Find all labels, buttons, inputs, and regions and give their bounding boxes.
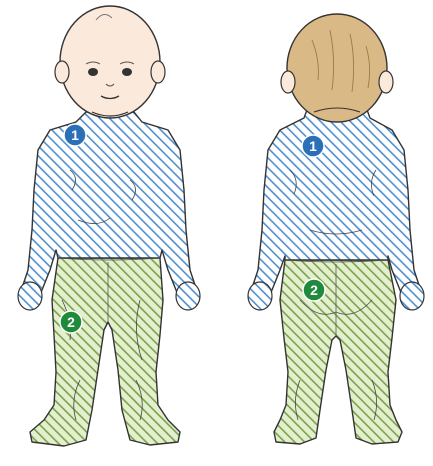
front-lower-body-zone-2 — [30, 258, 180, 446]
svg-text:2: 2 — [310, 282, 318, 298]
front-right-ear — [151, 61, 165, 83]
back-left-ear — [281, 71, 295, 93]
front-head — [60, 6, 160, 118]
front-view: 1 2 — [18, 6, 200, 446]
svg-text:1: 1 — [71, 127, 79, 143]
back-zone-1-badge: 1 — [302, 135, 324, 157]
back-right-hand — [400, 282, 424, 310]
back-right-ear — [379, 71, 393, 93]
back-head — [287, 14, 387, 122]
back-lower-body-zone-2 — [274, 260, 402, 444]
front-right-hand — [176, 282, 200, 310]
svg-text:2: 2 — [67, 314, 75, 330]
back-left-hand — [248, 282, 272, 310]
back-view: 1 2 — [248, 14, 424, 444]
svg-text:1: 1 — [309, 138, 317, 154]
front-zone-1-badge: 1 — [64, 124, 86, 146]
front-left-hand — [18, 282, 42, 310]
back-zone-2-badge: 2 — [303, 279, 325, 301]
front-zone-2-badge: 2 — [60, 311, 82, 333]
front-left-ear — [55, 61, 69, 83]
